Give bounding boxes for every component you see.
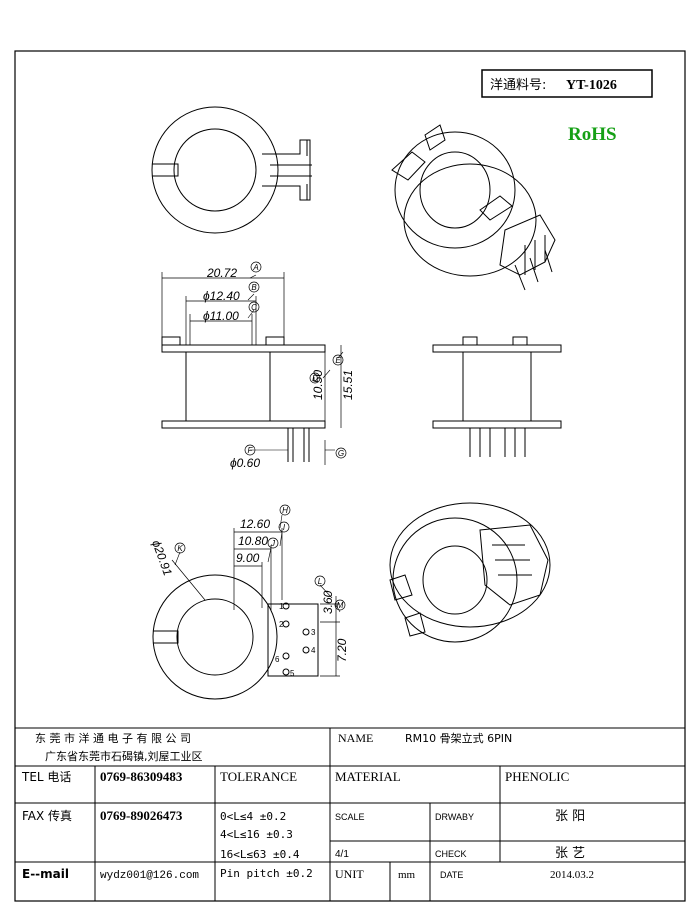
unit-label: UNIT (335, 867, 364, 881)
dimension-i: 10.80 (238, 534, 268, 548)
check-label: CHECK (435, 849, 467, 859)
fax-label: FAX 传真 (22, 808, 72, 823)
pin-5: 5 (290, 669, 295, 678)
pin-numbers: 1 2 3 4 5 6 (275, 602, 316, 678)
marker-k: K (177, 544, 183, 553)
marker-e: E (335, 356, 341, 365)
dimension-j: 9.00 (236, 551, 260, 565)
tel-value: 0769-86309483 (100, 769, 183, 784)
company-name: 东 莞 市 洋 通 电 子 有 限 公 司 (35, 731, 191, 745)
check-value: 张 艺 (555, 846, 585, 861)
scale-label: SCALE (335, 812, 365, 822)
view-side (432, 336, 562, 457)
drawby-label: DRWABY (435, 812, 474, 822)
name-value: RM10 骨架立式 6PIN (405, 731, 512, 745)
view-iso-top (391, 124, 556, 291)
marker-j: J (270, 539, 276, 548)
email-value: wydz001@126.com (100, 870, 199, 882)
dimension-a: 20.72 (206, 266, 237, 280)
dimension-f: ϕ0.60 (230, 456, 260, 470)
email-label: E--mail (22, 867, 69, 881)
date-label: DATE (440, 870, 463, 880)
dimension-b: ϕ12.40 (203, 289, 240, 303)
fax-value: 0769-89026473 (100, 808, 183, 823)
part-number-value: YT-1026 (566, 78, 617, 93)
tolerance-1: 0<L≤4 ±0.2 (220, 810, 286, 823)
pin-4: 4 (311, 646, 316, 655)
leader-lines (174, 274, 344, 613)
view-front (161, 272, 342, 465)
marker-h: H (282, 506, 288, 515)
drawby-value: 张 阳 (555, 809, 585, 824)
dimension-e: 15.51 (341, 370, 355, 400)
title-block-text: 东 莞 市 洋 通 电 子 有 限 公 司 广东省东莞市石碣镇,刘屋工业区 NA… (21, 731, 594, 882)
tolerance-3: 16<L≤63 ±0.4 (220, 848, 300, 861)
dimension-m: 7.20 (335, 638, 349, 662)
tolerance-label: TOLERANCE (220, 769, 297, 784)
pin-1: 1 (279, 602, 284, 611)
tolerance-2: 4<L≤16 ±0.3 (220, 828, 293, 841)
dimension-d: 10.50 (311, 370, 325, 400)
marker-l: L (318, 577, 322, 586)
marker-d: D (312, 374, 318, 383)
name-label: NAME (338, 731, 373, 745)
marker-a: A (252, 263, 258, 272)
pin-3: 3 (311, 628, 316, 637)
marker-b: B (251, 283, 257, 292)
material-label: MATERIAL (335, 769, 401, 784)
dimension-h: 12.60 (240, 517, 270, 531)
material-value: PHENOLIC (505, 769, 569, 784)
company-address: 广东省东莞市石碣镇,刘屋工业区 (45, 749, 203, 763)
dimension-c: ϕ11.00 (203, 309, 239, 323)
marker-f: F (248, 446, 254, 455)
tel-label: TEL 电话 (21, 770, 71, 784)
view-top (151, 106, 312, 234)
tolerance-4: Pin pitch ±0.2 (220, 867, 313, 880)
marker-i: I (283, 523, 286, 532)
date-value: 2014.03.2 (550, 869, 594, 881)
reference-markers: A B C D E F G H I J K L M (174, 261, 347, 611)
marker-c: C (251, 303, 257, 312)
rohs-mark: RoHS (568, 124, 617, 145)
title-block-grid (15, 727, 685, 901)
unit-value: mm (398, 869, 416, 881)
scale-value: 4/1 (335, 849, 349, 860)
view-iso-bottom (389, 502, 551, 643)
part-number-label: 洋通料号: (490, 78, 546, 93)
view-bottom (152, 528, 340, 700)
marker-g: G (338, 449, 344, 458)
part-number-box: 洋通料号: YT-1026 (481, 69, 653, 98)
dimension-k: ϕ20.91 (149, 538, 175, 577)
pin-6: 6 (275, 655, 280, 664)
pin-2: 2 (279, 620, 284, 629)
dimension-l: 3.60 (321, 590, 335, 614)
sheet-border (14, 50, 686, 902)
marker-m: M (337, 601, 344, 610)
